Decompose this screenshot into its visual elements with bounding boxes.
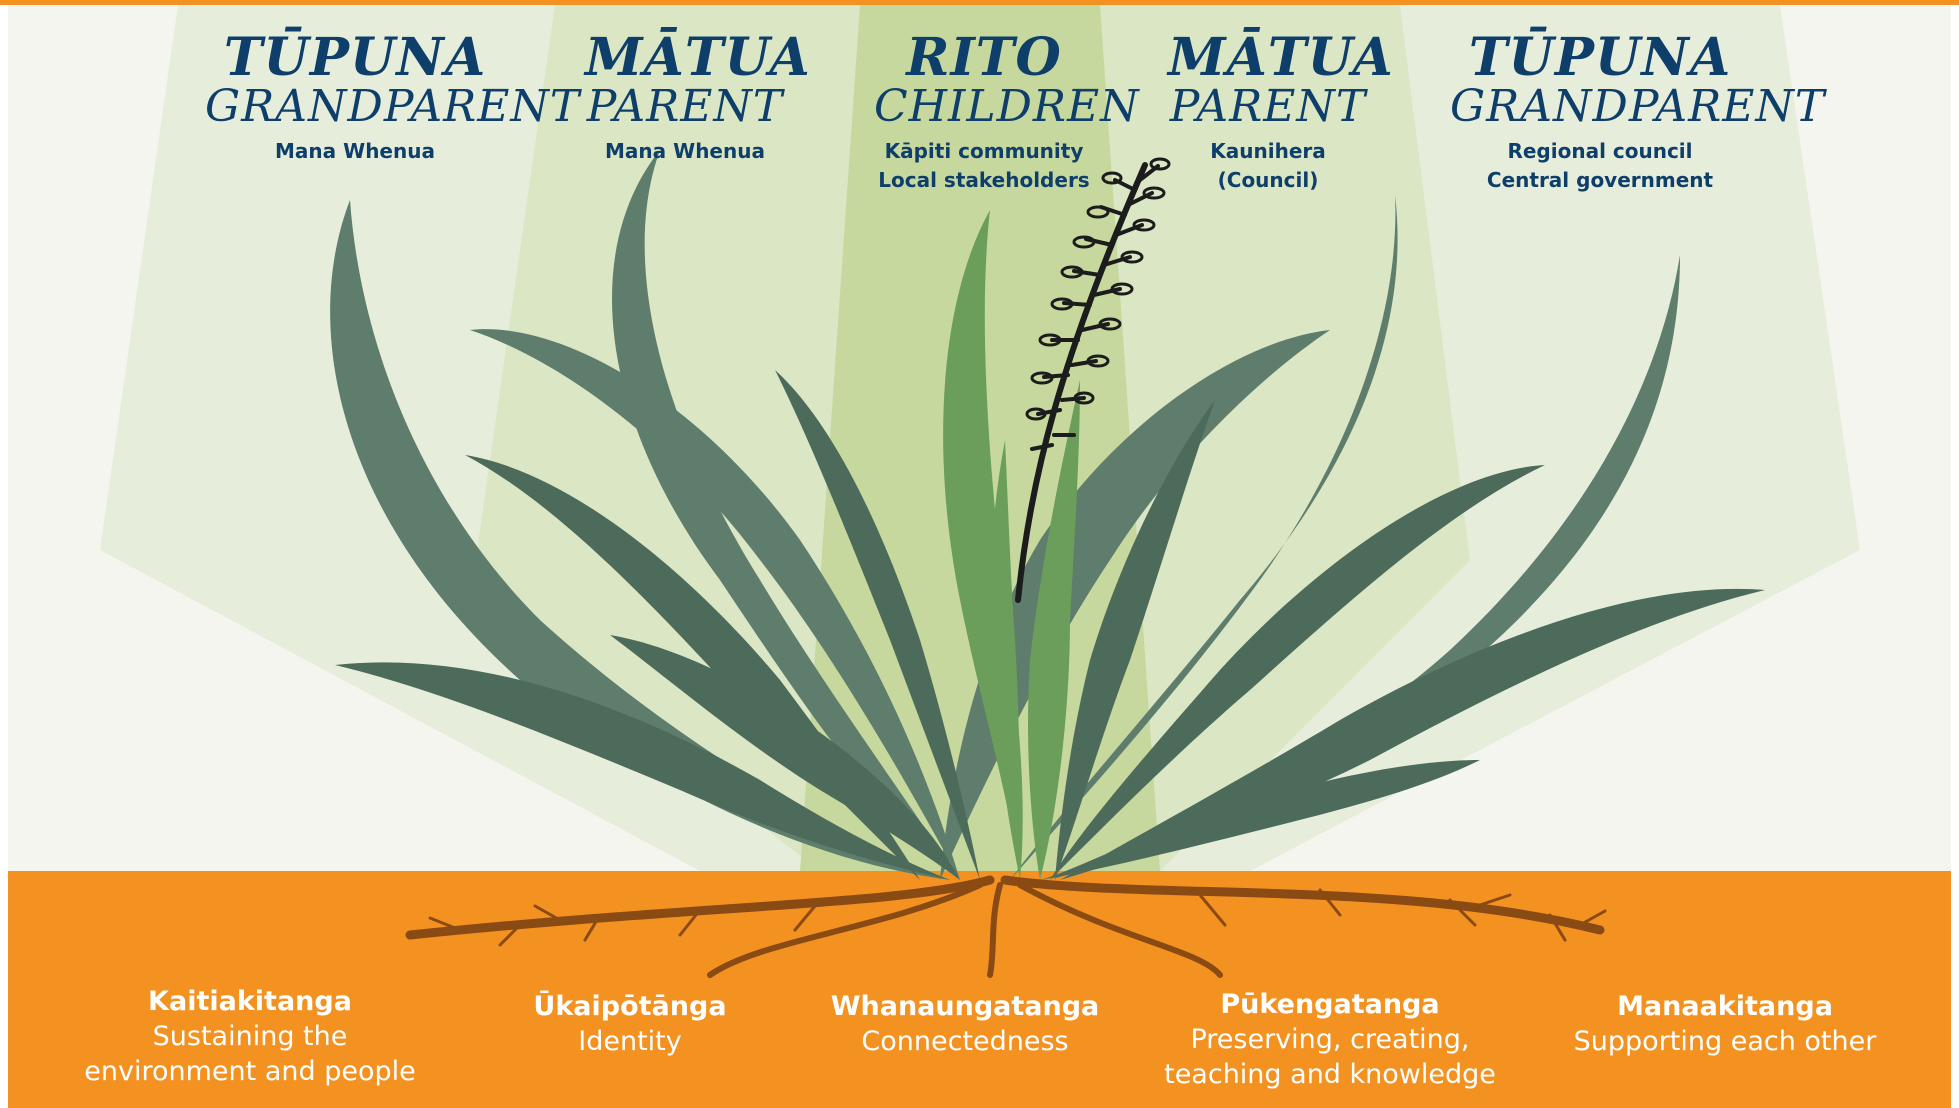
tier-group-line: (Council) [1168, 166, 1368, 195]
roots [410, 880, 1605, 975]
tier-group-line: Central government [1450, 166, 1750, 195]
tier-groups: Mana Whenua [205, 137, 505, 166]
value-description: Sustaining the environment and people [60, 1019, 440, 1089]
value-kaitiakitanga: Kaitiakitanga Sustaining the environment… [60, 985, 440, 1089]
tier-groups: Kaunihera (Council) [1168, 137, 1368, 195]
value-ukaipotanga: Ūkaipōtānga Identity [510, 990, 750, 1059]
value-description: Supporting each other [1540, 1024, 1910, 1059]
tier-matua-right: Mātua Parent Kaunihera (Council) [1168, 33, 1368, 195]
tier-group-line: Kāpiti community [874, 137, 1094, 166]
value-description: Identity [510, 1024, 750, 1059]
value-description: Preserving, creating, teaching and knowl… [1140, 1022, 1520, 1092]
value-description-line: Supporting each other [1540, 1024, 1910, 1059]
tier-group-line: Mana Whenua [205, 137, 505, 166]
tier-group-line: Local stakeholders [874, 166, 1094, 195]
tier-maori-title: Mātua [585, 33, 785, 83]
tier-english-title: Children [874, 83, 1094, 131]
tier-english-title: Grandparent [205, 83, 505, 131]
value-description-line: Sustaining the [60, 1019, 440, 1054]
tier-english-title: Parent [1168, 83, 1368, 131]
tier-maori-title: Mātua [1168, 33, 1368, 83]
tier-english-title: Grandparent [1450, 83, 1750, 131]
value-description-line: teaching and knowledge [1140, 1057, 1520, 1092]
value-name: Kaitiakitanga [60, 985, 440, 1019]
value-name: Pūkengatanga [1140, 988, 1520, 1022]
tier-english-title: Parent [585, 83, 785, 131]
tier-tupuna-right: Tūpuna Grandparent Regional council Cent… [1450, 33, 1750, 195]
tier-maori-title: Tūpuna [1450, 33, 1750, 83]
value-name: Manaakitanga [1540, 990, 1910, 1024]
tier-maori-title: Rito [874, 33, 1094, 83]
value-manaakitanga: Manaakitanga Supporting each other [1540, 990, 1910, 1059]
tier-group-line: Mana Whenua [585, 137, 785, 166]
tier-groups: Kāpiti community Local stakeholders [874, 137, 1094, 195]
value-whanaungatanga: Whanaungatanga Connectedness [820, 990, 1110, 1059]
tier-group-line: Kaunihera [1168, 137, 1368, 166]
tier-groups: Regional council Central government [1450, 137, 1750, 195]
value-description-line: Preserving, creating, [1140, 1022, 1520, 1057]
value-description-line: Connectedness [820, 1024, 1110, 1059]
tier-group-line: Regional council [1450, 137, 1750, 166]
value-name: Whanaungatanga [820, 990, 1110, 1024]
tier-matua-left: Mātua Parent Mana Whenua [585, 33, 785, 166]
tier-maori-title: Tūpuna [205, 33, 505, 83]
value-pukengatanga: Pūkengatanga Preserving, creating, teach… [1140, 988, 1520, 1092]
value-name: Ūkaipōtānga [510, 990, 750, 1024]
value-description-line: environment and people [60, 1054, 440, 1089]
value-description-line: Identity [510, 1024, 750, 1059]
tier-groups: Mana Whenua [585, 137, 785, 166]
value-description: Connectedness [820, 1024, 1110, 1059]
tier-tupuna-left: Tūpuna Grandparent Mana Whenua [205, 33, 505, 166]
tier-rito-center: Rito Children Kāpiti community Local sta… [874, 33, 1094, 195]
